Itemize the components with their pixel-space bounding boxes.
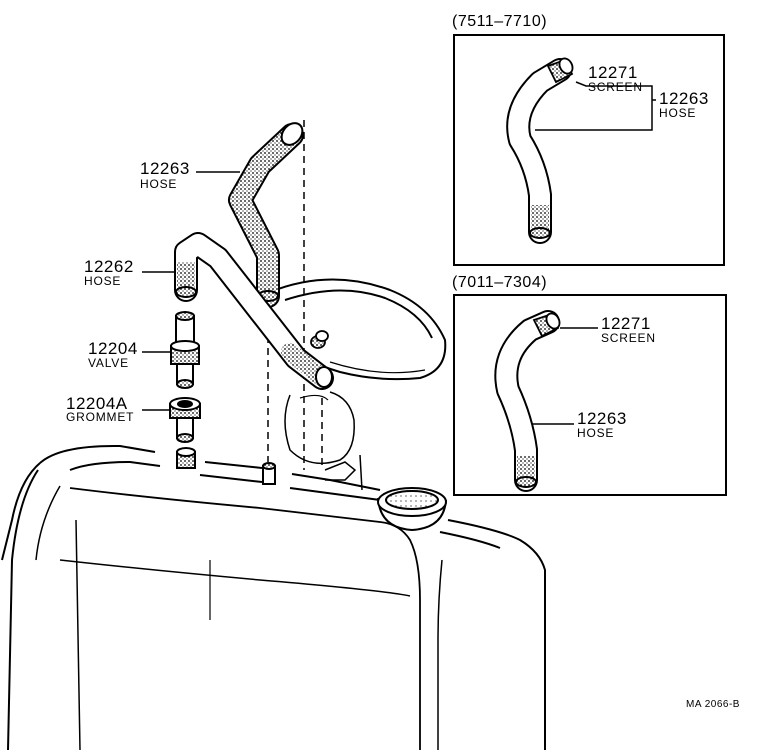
hose-12263-main — [228, 122, 304, 308]
inset-bottom-screen — [532, 312, 561, 338]
inset-box-top — [453, 34, 725, 266]
tank-pipe-stubs — [176, 447, 276, 485]
inset-top-range: (7511–7710) — [452, 13, 548, 30]
hose-12262-main — [174, 232, 334, 390]
leader-lines — [142, 171, 240, 411]
valve-12204-name: VALVE — [88, 356, 129, 370]
hose-12262-name: HOSE — [84, 274, 122, 288]
inset-bottom-hose — [494, 310, 561, 492]
grommet-12204A-number: 12204A — [66, 394, 128, 413]
inset-bottom-hose-number: 12263 — [577, 409, 627, 428]
filler-cap — [377, 487, 447, 532]
hose-12263-number: 12263 — [140, 159, 190, 178]
fuel-tank — [1, 444, 546, 751]
inset-top-screen — [546, 57, 574, 84]
canister-housing — [269, 278, 447, 491]
figure-code: MA 2066-B — [686, 699, 740, 710]
inset-box-bottom — [453, 294, 727, 496]
hose-12262-number: 12262 — [84, 257, 134, 276]
valve-12204-number: 12204 — [88, 339, 138, 358]
inset-top-leaders — [535, 81, 656, 131]
grommet-12204A-name: GROMMET — [66, 410, 135, 424]
inset-top-hose — [506, 57, 574, 244]
grommet-12204A — [169, 397, 201, 443]
inset-bottom-screen-name: SCREEN — [601, 331, 656, 345]
inset-bottom-leaders — [532, 327, 598, 425]
inset-bottom-hose-name: HOSE — [577, 426, 615, 440]
inset-top-hose-name: HOSE — [659, 106, 697, 120]
canister-nipple — [310, 330, 329, 349]
inset-top-screen-name: SCREEN — [588, 80, 643, 94]
inset-bottom-screen-number: 12271 — [601, 314, 651, 333]
valve-12204 — [170, 311, 200, 389]
inset-top-screen-number: 12271 — [588, 63, 638, 82]
inset-bottom-range: (7011–7304) — [452, 274, 548, 291]
hose-12263-name: HOSE — [140, 177, 178, 191]
inset-top-hose-number: 12263 — [659, 89, 709, 108]
